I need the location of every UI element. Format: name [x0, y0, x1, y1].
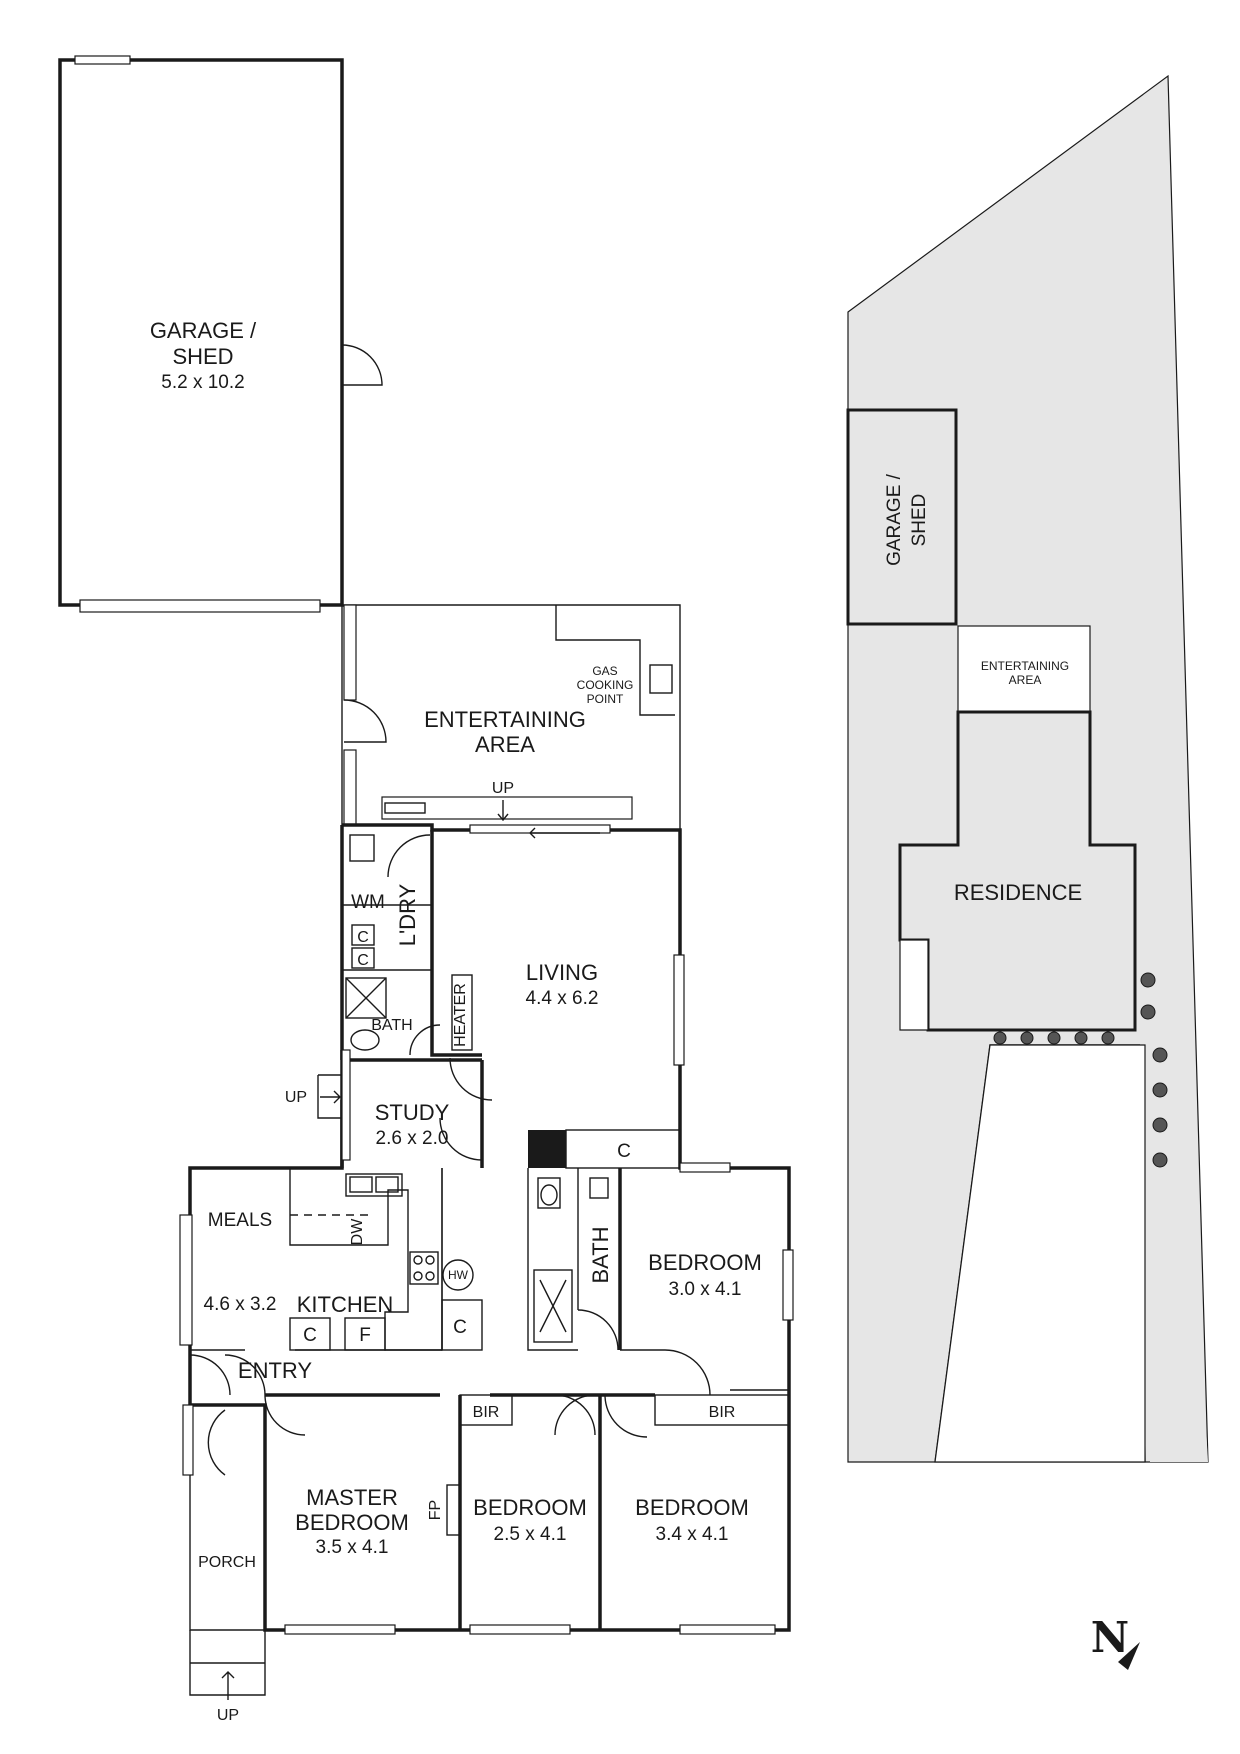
- hot-water-cupboard: HW C: [441, 1168, 483, 1351]
- garage-dims: 5.2 x 10.2: [161, 372, 244, 393]
- bedroom-mid-dims: 2.5 x 4.1: [494, 1524, 567, 1545]
- hall-cupboard: C: [617, 1141, 631, 1162]
- living-dims: 4.4 x 6.2: [526, 988, 599, 1009]
- meals-name: MEALS: [208, 1210, 272, 1231]
- stairs-up-study: UP: [285, 1089, 307, 1106]
- entertaining-area: ENTERTAINING AREA GAS COOKING POINT UP: [341, 604, 681, 830]
- study-name: STUDY: [375, 1100, 450, 1125]
- entry-hall: ENTRY: [189, 1349, 655, 1397]
- entertaining-name-1: ENTERTAINING: [424, 707, 586, 732]
- gas-cooking-point-3: POINT: [587, 692, 624, 706]
- bedroom-se-dims: 3.4 x 4.1: [656, 1524, 729, 1545]
- bir-se: BIR: [709, 1404, 736, 1421]
- main-bath-name: BATH: [588, 1226, 613, 1283]
- kitchen-name: KITCHEN: [297, 1292, 394, 1317]
- site-plan: GARAGE / SHED ENTERTAINING AREA RESIDENC…: [846, 74, 1209, 1463]
- study-dims: 2.6 x 2.0: [376, 1128, 449, 1149]
- porch-name: PORCH: [198, 1554, 256, 1571]
- bedroom-east-name: BEDROOM: [648, 1250, 762, 1275]
- bedroom-mid-name: BEDROOM: [473, 1495, 587, 1520]
- master-bedroom: MASTER BEDROOM 3.5 x 4.1 FP: [264, 1394, 462, 1635]
- garage-name-2: SHED: [172, 344, 233, 369]
- site-entertaining-2: AREA: [1009, 673, 1042, 687]
- garage-name-1: GARAGE /: [150, 318, 257, 343]
- stairs-up-entertaining: UP: [492, 780, 514, 797]
- study: UP STUDY 2.6 x 2.0: [285, 1074, 483, 1161]
- fridge-label: F: [359, 1325, 371, 1346]
- bir-mid: BIR: [473, 1404, 500, 1421]
- entry-name: ENTRY: [238, 1358, 312, 1383]
- living-room: LIVING 4.4 x 6.2 C: [449, 824, 685, 1169]
- stairs-up-porch: UP: [217, 1707, 239, 1724]
- gas-cooking-point-1: GAS: [592, 664, 617, 678]
- master-name-1: MASTER: [306, 1485, 398, 1510]
- bedroom-east: BEDROOM 3.0 x 4.1: [620, 1162, 794, 1396]
- site-residence: RESIDENCE: [954, 880, 1082, 905]
- main-bathroom: BATH: [527, 1168, 622, 1351]
- laundry-cupboard-2: C: [357, 952, 369, 969]
- fireplace-label: FP: [427, 1500, 444, 1520]
- north-arrow-icon: N: [1091, 1613, 1140, 1670]
- hw-cupboard: C: [453, 1317, 467, 1338]
- bedroom-middle: BIR BEDROOM 2.5 x 4.1: [459, 1394, 602, 1635]
- garage-shed: GARAGE / SHED 5.2 x 10.2: [58, 55, 383, 613]
- master-name-2: BEDROOM: [295, 1510, 409, 1535]
- laundry-name: L'DRY: [395, 883, 420, 946]
- dishwasher-label: DW: [349, 1218, 366, 1246]
- bedroom-east-dims: 3.0 x 4.1: [669, 1279, 742, 1300]
- bedroom-southeast: BIR BEDROOM 3.4 x 4.1: [604, 1394, 790, 1635]
- gas-cooking-point-2: COOKING: [577, 678, 634, 692]
- laundry-bath: WM C C L'DRY BATH HEATER: [342, 834, 473, 1056]
- meals-dims: 4.6 x 3.2: [204, 1294, 277, 1315]
- site-entertaining-1: ENTERTAINING: [981, 659, 1069, 673]
- site-garage-1: GARAGE /: [884, 473, 905, 566]
- wm-label: WM: [351, 892, 385, 913]
- entertaining-name-2: AREA: [475, 732, 535, 757]
- master-dims: 3.5 x 4.1: [316, 1537, 389, 1558]
- tree-icons: [993, 972, 1168, 1168]
- kitchen-cupboard: C: [303, 1325, 317, 1346]
- bath-small-name: BATH: [371, 1017, 412, 1034]
- heater-label: HEATER: [452, 983, 469, 1047]
- north-letter: N: [1091, 1613, 1129, 1662]
- hot-water-label: HW: [448, 1268, 469, 1282]
- living-name: LIVING: [526, 960, 598, 985]
- kitchen-meals: MEALS 4.6 x 3.2 KITCHEN DW C F: [179, 1168, 443, 1351]
- site-garage-2: SHED: [909, 494, 930, 547]
- laundry-cupboard-1: C: [357, 929, 369, 946]
- porch: PORCH UP: [182, 1404, 266, 1724]
- bedroom-se-name: BEDROOM: [635, 1495, 749, 1520]
